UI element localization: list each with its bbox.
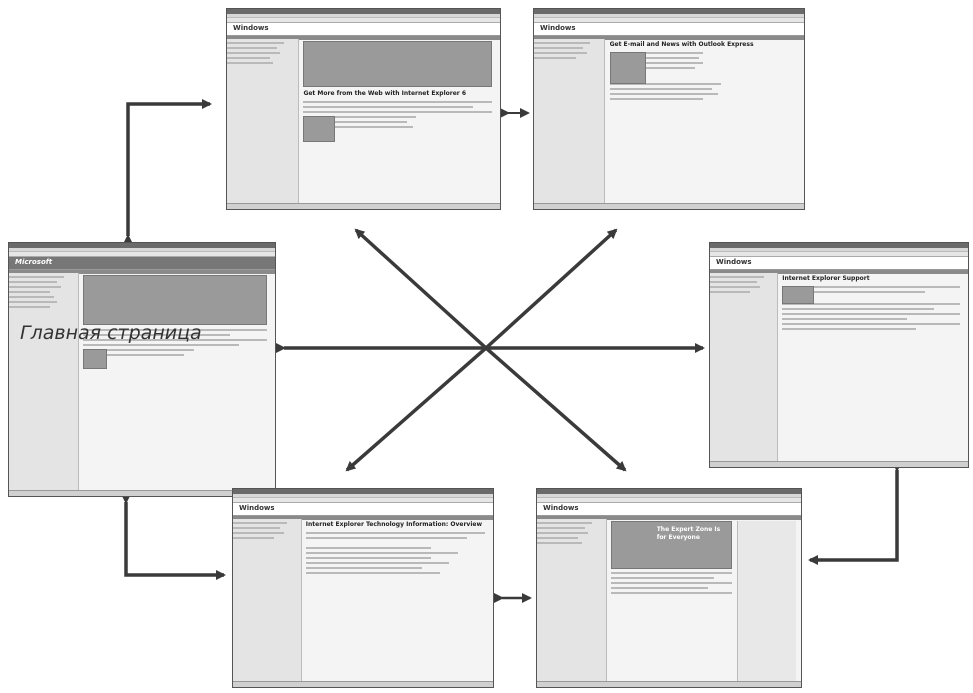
screenshot-home-page: Microsoft (8, 242, 276, 497)
arrow-center-bottomright (484, 346, 627, 472)
screenshot-ie-support: Windows Internet Explorer Support (709, 242, 969, 468)
screen-title: Internet Explorer Support (782, 275, 870, 282)
screenshot-expert-zone: Windows The Expert Zone Is for Everyone (536, 488, 802, 688)
screen-title: Internet Explorer Technology Information… (305, 521, 482, 528)
screenshot-outlook-express: Windows Get E-mail and News with Outlook… (533, 8, 805, 210)
arrow-support-bottomright (808, 462, 902, 565)
arrow-center-topleft (354, 228, 488, 350)
screenshot-ie-technology-overview: Windows Internet Explorer Technology Inf… (232, 488, 494, 688)
screenshot-ie6-home: Windows Get More from the Web with Inter… (226, 8, 501, 210)
arrow-home-topleft (123, 99, 212, 244)
arrow-center-bottomleft (345, 346, 488, 472)
screen-title: Get E-mail and News with Outlook Express (609, 41, 754, 48)
screen-title: The Expert Zone Is for Everyone (656, 526, 721, 541)
screen-title: Microsoft (15, 258, 53, 266)
arrow-center-topright (484, 228, 618, 350)
arrow-home-bottomleft (121, 494, 226, 580)
home-page-caption: Главная страница (20, 322, 202, 344)
screen-title: Get More from the Web with Internet Expl… (303, 90, 467, 97)
